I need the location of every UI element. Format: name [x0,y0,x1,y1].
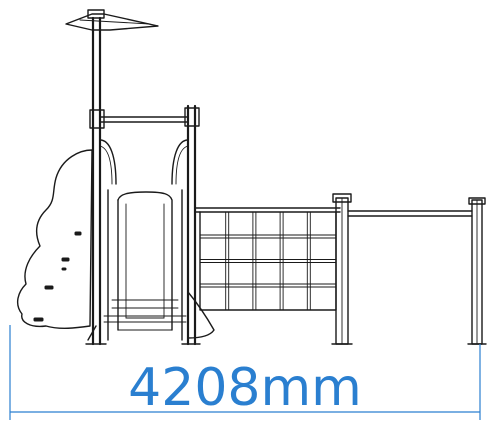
tower-top-rail [99,116,189,123]
dimension-line [9,325,481,420]
slide [87,189,215,341]
climbing-rock-wall [16,149,93,329]
slide-entry-arches [99,139,189,185]
climbing-net [199,211,337,311]
net-horizontal-ropes [199,234,337,288]
net-vertical-ropes [225,211,311,311]
net-top-rail [194,207,341,213]
overall-width-label: 4208mm [128,358,362,418]
rock-wall-holds [33,231,82,322]
tower-roof-flag [65,9,159,31]
end-post [468,197,486,345]
horizontal-bar [347,210,473,217]
